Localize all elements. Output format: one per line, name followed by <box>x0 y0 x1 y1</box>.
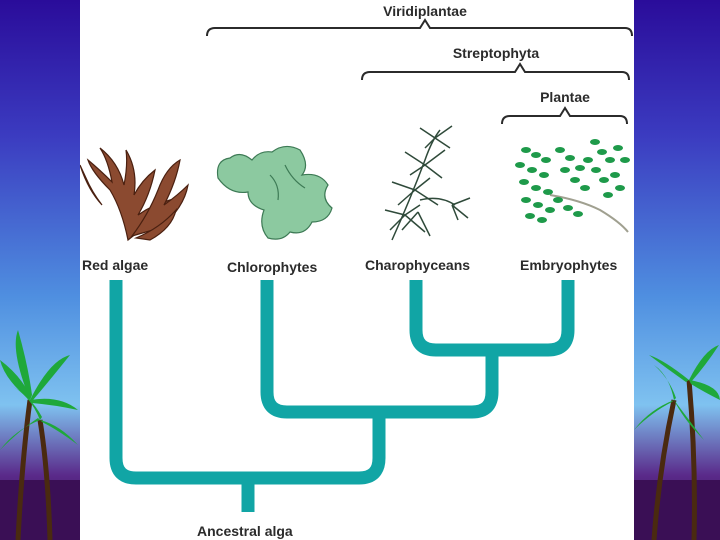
diagram-panel: Viridiplantae Streptophyta Plantae <box>80 0 634 540</box>
bracket-viridiplantae <box>206 18 633 37</box>
taxon-label-chlorophytes: Chlorophytes <box>227 259 317 275</box>
bracket-plantae <box>501 106 628 125</box>
red-algae-illustration <box>80 147 189 242</box>
taxon-label-embryophytes: Embryophytes <box>520 257 617 273</box>
clade-label-viridiplantae: Viridiplantae <box>383 3 467 19</box>
left-decor-palms <box>0 0 80 540</box>
root-label-ancestral-alga: Ancestral alga <box>197 523 293 539</box>
taxon-label-red-algae: Red algae <box>82 257 148 273</box>
embryophytes-illustration <box>515 139 630 233</box>
palm-trees-left <box>0 330 80 540</box>
branch-redalgae-viridiplantae <box>109 280 386 485</box>
palm-trees-right <box>634 345 720 540</box>
clade-label-plantae: Plantae <box>540 89 590 105</box>
branch-charophyceans-embryophytes <box>409 280 575 357</box>
phylogenetic-tree-diagram: Viridiplantae Streptophyta Plantae <box>80 3 633 539</box>
clade-label-streptophyta: Streptophyta <box>453 45 540 61</box>
chlorophytes-illustration <box>216 145 333 240</box>
right-decor-palms <box>634 0 720 540</box>
bracket-streptophyta <box>361 62 630 81</box>
taxon-label-charophyceans: Charophyceans <box>365 257 470 273</box>
charophyceans-illustration <box>384 125 471 241</box>
